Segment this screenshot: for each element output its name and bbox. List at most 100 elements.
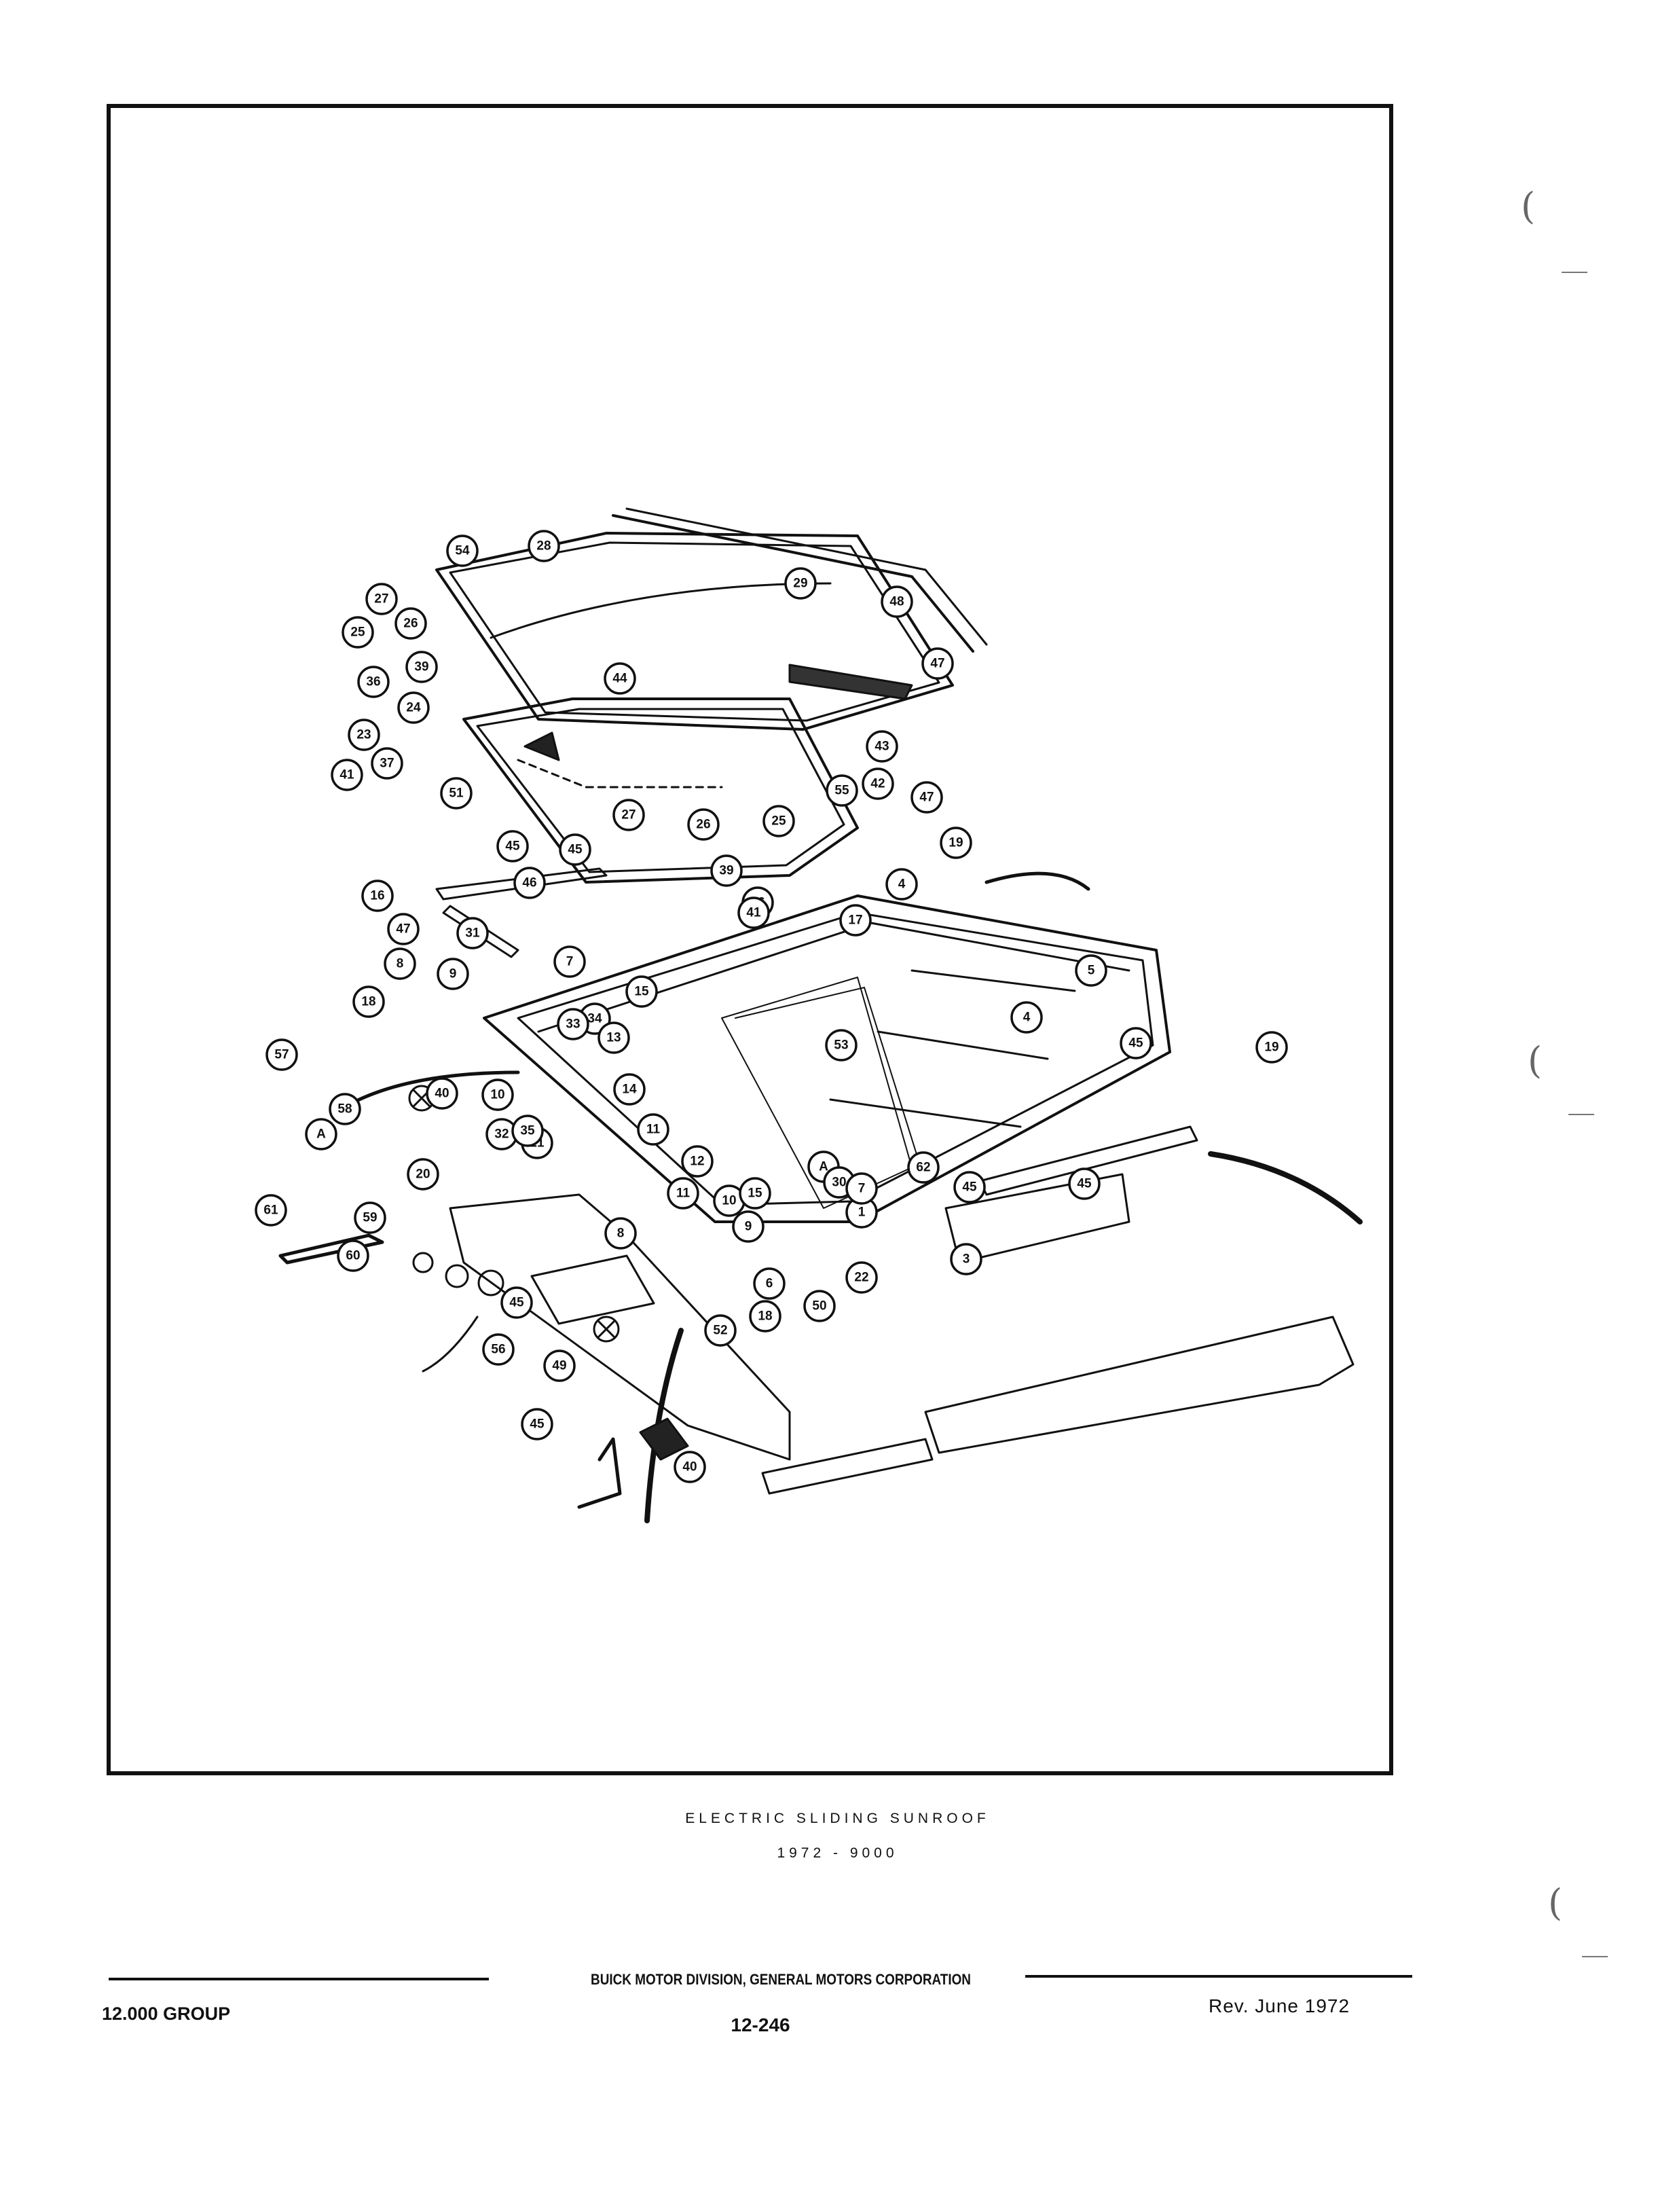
part-callout: 28 <box>528 530 560 562</box>
part-number: 7 <box>858 1182 866 1196</box>
part-number: 62 <box>916 1161 930 1175</box>
part-number: 10 <box>722 1194 736 1208</box>
part-callout: 29 <box>784 567 817 600</box>
part-callout: 62 <box>907 1151 940 1184</box>
part-callout: 17 <box>839 904 872 937</box>
part-callout: 10 <box>481 1078 514 1111</box>
part-callout: 43 <box>866 730 898 763</box>
part-number: 4 <box>1023 1011 1031 1025</box>
part-number: 1 <box>858 1205 866 1220</box>
part-number: 41 <box>339 768 354 782</box>
part-callout: 4 <box>1010 1001 1043 1034</box>
part-number: 27 <box>374 592 388 606</box>
part-callout: 45 <box>496 830 529 863</box>
drain-tube-front <box>644 1328 684 1523</box>
part-number: 9 <box>449 967 457 981</box>
part-callout: 37 <box>371 747 403 780</box>
part-callout: 52 <box>704 1314 737 1347</box>
part-callout: 46 <box>513 867 546 899</box>
part-callout: 27 <box>365 583 398 615</box>
part-number: 37 <box>380 757 394 771</box>
part-number: 15 <box>748 1186 762 1201</box>
part-callout: 33 <box>557 1008 589 1040</box>
part-number: 30 <box>832 1176 846 1190</box>
part-number: 9 <box>745 1220 752 1234</box>
part-callout: 47 <box>387 913 420 945</box>
part-callout: 8 <box>384 947 416 980</box>
part-callout: 53 <box>825 1029 858 1062</box>
part-number: 5 <box>1088 964 1095 978</box>
part-callout: 12 <box>681 1145 714 1178</box>
part-callout: 8 <box>604 1217 637 1250</box>
part-number: 54 <box>455 544 470 558</box>
part-number: 13 <box>606 1031 621 1045</box>
part-callout: 45 <box>559 833 591 866</box>
headliner-frame <box>462 697 859 884</box>
part-number: 56 <box>491 1343 505 1357</box>
part-callout: 24 <box>397 691 430 724</box>
part-callout: 14 <box>613 1073 646 1106</box>
part-number: 8 <box>617 1227 625 1241</box>
motor-assembly <box>278 1193 791 1509</box>
part-number: 28 <box>536 539 551 554</box>
part-callout: 61 <box>255 1194 287 1227</box>
part-number: 26 <box>403 617 418 631</box>
part-number: 18 <box>361 995 375 1009</box>
part-callout: 56 <box>482 1333 515 1366</box>
footer-rule-left <box>109 1978 489 1980</box>
part-number: 45 <box>509 1296 524 1310</box>
part-callout: 27 <box>612 799 645 831</box>
part-number: 14 <box>622 1083 637 1097</box>
part-number: 8 <box>397 957 404 971</box>
part-number: 19 <box>1264 1040 1278 1055</box>
part-number: 39 <box>719 864 733 878</box>
part-callout: 47 <box>910 781 943 814</box>
part-callout: A <box>305 1118 337 1150</box>
part-number: 11 <box>646 1123 661 1137</box>
part-callout: 22 <box>845 1261 878 1294</box>
part-number: 12 <box>690 1155 704 1169</box>
part-number: 29 <box>793 577 807 591</box>
part-number: 51 <box>449 786 464 801</box>
part-callout: 16 <box>361 880 394 912</box>
part-callout: 26 <box>687 808 720 841</box>
part-number: 19 <box>949 836 963 850</box>
part-number: 33 <box>566 1017 580 1032</box>
part-number: 42 <box>870 777 885 791</box>
part-callout: 7 <box>845 1172 878 1205</box>
part-callout: 11 <box>637 1113 669 1146</box>
revision-date: Rev. June 1972 <box>1209 1995 1350 2016</box>
part-number: 57 <box>274 1048 289 1062</box>
front-weatherstrip <box>761 1438 934 1495</box>
part-number: 25 <box>350 625 365 640</box>
part-number: 55 <box>834 784 849 798</box>
figure-title: ELECTRIC SLIDING SUNROOF <box>685 1811 990 1826</box>
part-callout: 39 <box>405 651 438 683</box>
part-callout: 45 <box>500 1286 533 1319</box>
part-callout: 36 <box>357 666 390 698</box>
footer-rule-right <box>1025 1975 1412 1978</box>
part-number: 20 <box>416 1167 430 1182</box>
part-callout: 59 <box>354 1201 386 1234</box>
part-callout: 25 <box>342 616 374 649</box>
margin-bracket-mark: ( <box>1528 1039 1543 1082</box>
part-number: A <box>316 1127 326 1142</box>
part-callout: 44 <box>604 662 636 695</box>
part-number: 6 <box>766 1277 773 1291</box>
margin-dash-mark <box>1582 1956 1608 1957</box>
part-number: 26 <box>696 818 710 832</box>
front-rail-strip <box>442 905 519 958</box>
part-number: 45 <box>962 1180 977 1195</box>
part-callout: 11 <box>667 1177 699 1210</box>
figure-subtitle: 1972 - 9000 <box>777 1845 898 1861</box>
part-number: 58 <box>337 1102 352 1117</box>
part-number: 61 <box>263 1203 278 1218</box>
part-callout: 19 <box>940 827 972 859</box>
group-label: 12.000 GROUP <box>102 2004 231 2024</box>
part-number: 25 <box>771 814 786 829</box>
part-callout: 48 <box>881 585 913 618</box>
part-number: 34 <box>587 1012 602 1026</box>
part-number: 22 <box>854 1271 868 1285</box>
